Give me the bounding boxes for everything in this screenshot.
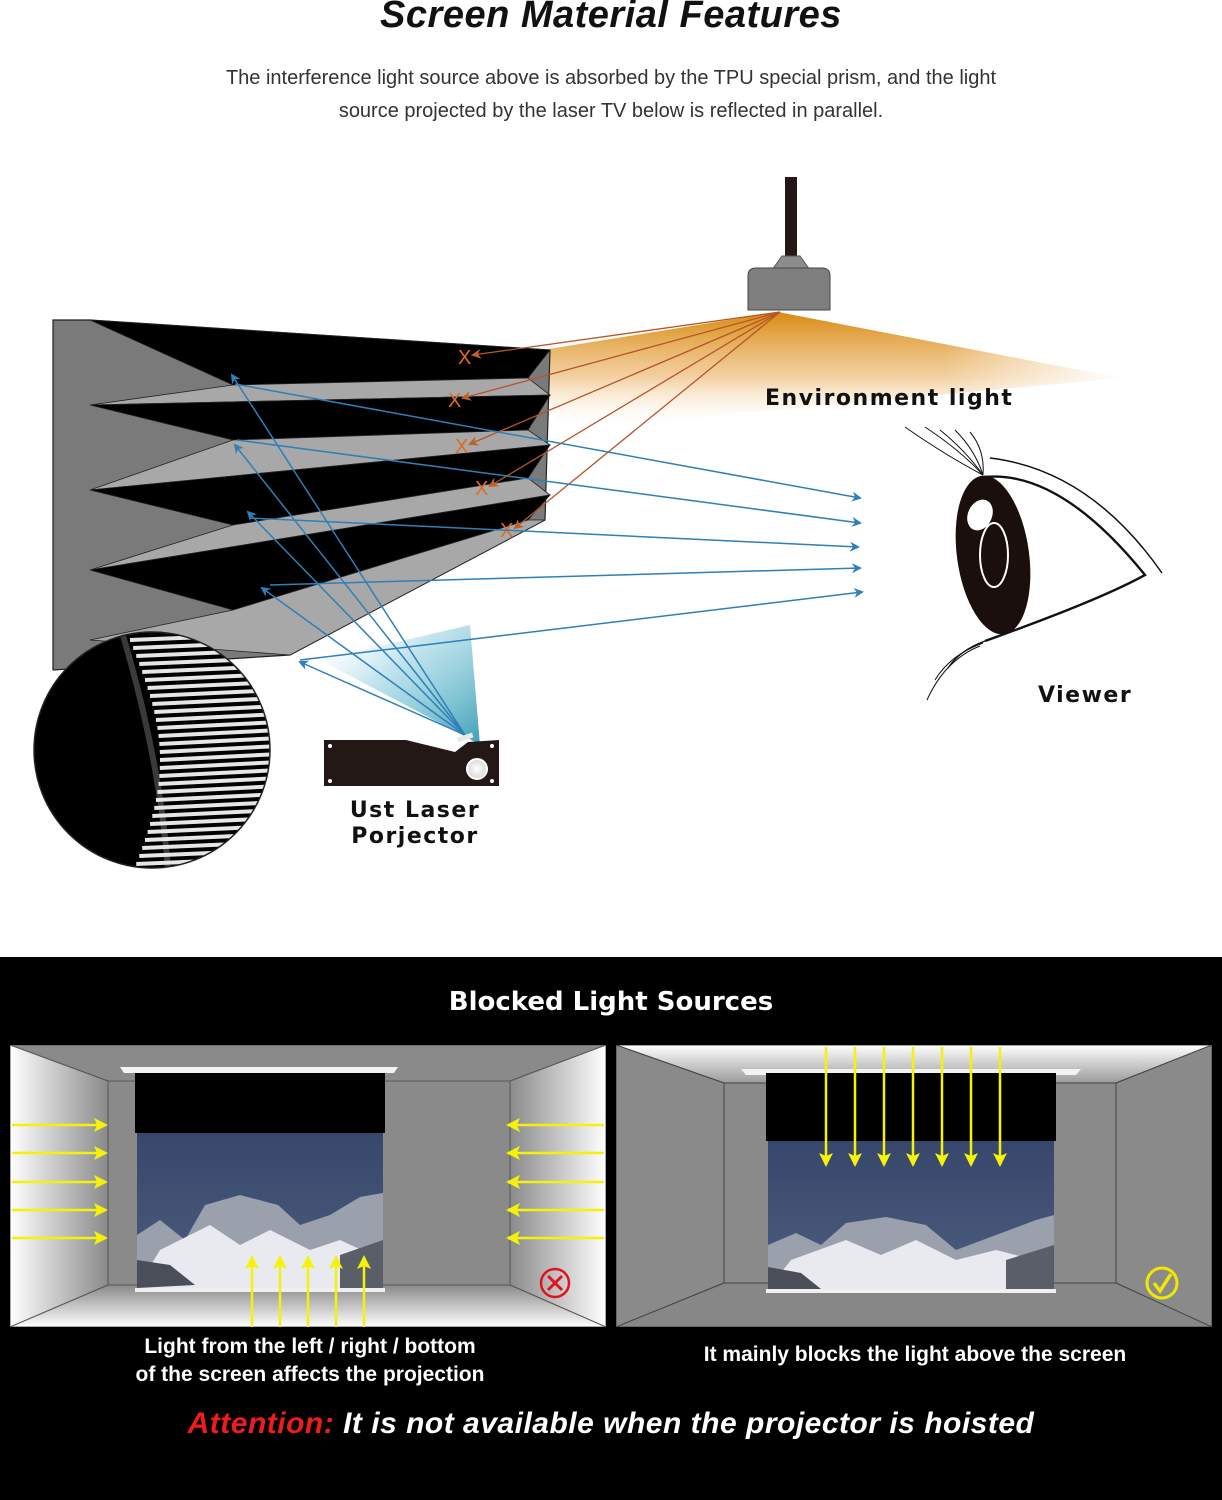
left-caption-line-1: Light from the left / right / bottom [144, 1335, 476, 1358]
ambient-ray [468, 311, 781, 446]
projected-ray [233, 443, 466, 736]
projected-ray [298, 660, 466, 736]
ust-projector-icon [324, 732, 499, 786]
prism-microstructure-line [155, 792, 270, 802]
check-circle-icon [1145, 1266, 1179, 1300]
projector-label-line-1: Ust Laser [349, 798, 481, 823]
ambient-ray [471, 311, 781, 359]
cross-circle-icon [539, 1267, 571, 1299]
projector-label-line-2: Porjector [351, 824, 479, 849]
magnifier-loupe [33, 631, 271, 869]
ceiling-light-icon [747, 177, 831, 311]
blocked-light-title: Blocked Light Sources [448, 987, 774, 1017]
prism-microstructure-line [154, 704, 270, 714]
attention-prefix: Attention: [187, 1407, 335, 1440]
absorbed-x-mark: X [448, 390, 461, 412]
screen-prism-cross-section [52, 319, 552, 671]
absorbed-x-mark: X [500, 520, 513, 542]
left-caption-line-2: of the screen affects the projection [135, 1363, 485, 1386]
left-caption: Light from the left / right / bottom of … [90, 1333, 530, 1389]
reflected-ray [299, 587, 864, 661]
prism-microstructure-line [158, 776, 270, 786]
attention-text: It is not available when the projector i… [334, 1407, 1035, 1440]
ambient-ray [461, 311, 781, 401]
prism-microstructure-line [159, 760, 270, 770]
attention-note: Attention: It is not available when the … [0, 1407, 1222, 1441]
prism-microstructure-line [158, 728, 270, 738]
environment-light-label: Environment light [765, 386, 1014, 411]
prism-microstructure-line [159, 752, 270, 762]
prism-microstructure-line [159, 736, 270, 746]
page-subtitle: The interference light source above is a… [140, 62, 1082, 128]
absorbed-x-mark: X [458, 347, 471, 369]
projected-ray [260, 586, 466, 736]
subtitle-line-1: The interference light source above is a… [225, 67, 997, 89]
prism-microstructure-line [159, 744, 270, 754]
page-title: Screen Material Features [380, 0, 842, 36]
subtitle-line-2: source projected by the laser TV below i… [338, 100, 884, 122]
prism-microstructure-line [157, 784, 270, 794]
viewer-eye-icon [904, 426, 1163, 701]
reflected-ray [234, 383, 862, 502]
mountain-screen-image [137, 1133, 383, 1288]
prism-microstructure-line [155, 712, 270, 722]
room-left-bad [10, 1045, 606, 1327]
prism-microstructure-line [157, 720, 270, 730]
reflected-ray [269, 563, 862, 586]
room-right-good [616, 1045, 1212, 1327]
ambient-ray [513, 311, 781, 530]
prism-microstructure-line [159, 768, 270, 778]
mountain-screen-image [768, 1141, 1054, 1289]
ambient-ray [488, 311, 781, 488]
absorbed-x-mark: X [475, 478, 488, 500]
reflected-ray [249, 517, 860, 552]
reflected-ray [236, 439, 862, 527]
right-caption: It mainly blocks the light above the scr… [703, 1343, 1127, 1366]
projector-label: Ust Laser Porjector [340, 798, 490, 850]
blocked-light-sources-panel: Blocked Light Sources [0, 957, 1222, 1500]
prism-reflecting-face [89, 519, 546, 656]
projected-ray [230, 373, 466, 736]
projector-beam [320, 625, 480, 745]
ambient-light-glow [530, 312, 1120, 430]
absorbed-x-mark: X [455, 436, 468, 458]
projected-ray [246, 510, 466, 736]
viewer-label: Viewer [1038, 683, 1133, 708]
